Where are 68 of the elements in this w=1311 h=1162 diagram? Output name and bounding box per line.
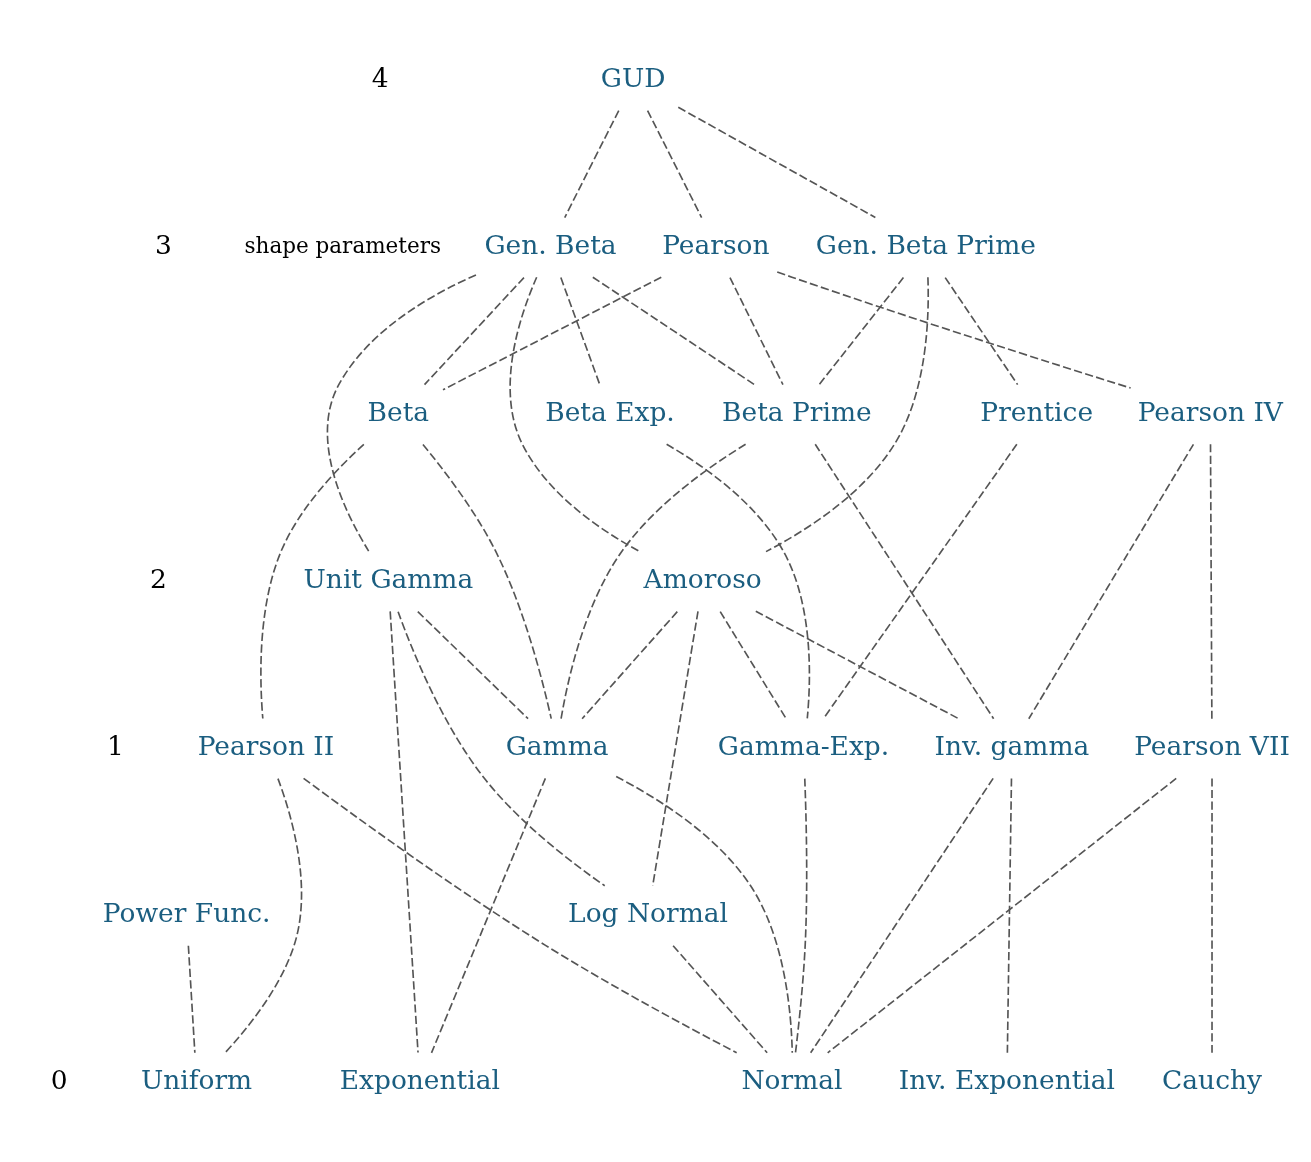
connector xyxy=(814,443,995,720)
node-text: Gen. Beta xyxy=(484,228,617,260)
connector xyxy=(646,109,703,218)
connector xyxy=(422,443,553,719)
label: 3 xyxy=(155,228,172,260)
connector xyxy=(615,775,794,1053)
connector xyxy=(809,777,994,1054)
label: shape parameters xyxy=(244,232,441,258)
connector xyxy=(423,276,525,385)
connector xyxy=(563,109,620,218)
connector xyxy=(651,610,699,887)
node-text: Pearson IV xyxy=(1137,395,1283,427)
node-text: Pearson xyxy=(662,228,770,260)
node-text: Normal xyxy=(741,1063,843,1095)
connector xyxy=(719,610,787,719)
node-text: Cauchy xyxy=(1162,1063,1262,1095)
node-text: Power Func. xyxy=(102,896,271,928)
connector xyxy=(665,443,811,719)
connector xyxy=(416,610,529,719)
node-text: Inv. Exponential xyxy=(898,1063,1116,1095)
node-text: Exponential xyxy=(339,1063,500,1095)
connector xyxy=(187,944,196,1054)
connector xyxy=(672,944,768,1054)
label: 2 xyxy=(150,562,167,594)
node-text: Amoroso xyxy=(643,562,762,594)
node-text: Pearson II xyxy=(197,729,335,761)
connector xyxy=(581,610,679,719)
connector xyxy=(509,275,641,552)
node-text: Beta xyxy=(367,395,430,427)
connector xyxy=(442,275,663,391)
connector xyxy=(729,276,784,385)
node-text: Beta Exp. xyxy=(545,395,675,427)
node-text: Gen. Beta Prime xyxy=(815,228,1037,260)
label: 1 xyxy=(107,729,124,761)
connector xyxy=(389,610,419,1053)
connector xyxy=(592,275,756,385)
node-text: Gamma-Exp. xyxy=(717,729,890,761)
node-text: Inv. gamma xyxy=(934,729,1090,761)
connector xyxy=(1006,777,1013,1054)
node-text: Beta Prime xyxy=(722,395,872,427)
connector xyxy=(794,777,808,1053)
label: 0 xyxy=(50,1063,68,1095)
connector xyxy=(755,609,960,719)
connector xyxy=(1209,443,1213,720)
node-text: Uniform xyxy=(140,1063,253,1095)
node-text: Unit Gamma xyxy=(303,562,474,594)
connector xyxy=(560,443,747,719)
node-text: Prentice xyxy=(980,395,1094,427)
connector xyxy=(260,443,365,719)
connector xyxy=(560,276,601,385)
node-text: Gamma xyxy=(505,729,609,761)
connector xyxy=(397,610,606,887)
connector xyxy=(224,777,303,1054)
node-text: Pearson VII xyxy=(1134,729,1290,761)
connector xyxy=(1027,443,1195,720)
connector xyxy=(818,276,905,385)
connector xyxy=(776,270,1132,389)
node-text: GUD xyxy=(600,61,666,93)
connector xyxy=(765,275,930,552)
label: 4 xyxy=(371,61,389,93)
connector xyxy=(944,276,1019,385)
connector xyxy=(1211,777,1213,1054)
connector xyxy=(677,105,877,218)
connector xyxy=(430,777,547,1054)
node-text: Log Normal xyxy=(568,896,728,928)
connector xyxy=(302,777,738,1054)
connector xyxy=(326,273,477,552)
connector xyxy=(826,777,1178,1054)
